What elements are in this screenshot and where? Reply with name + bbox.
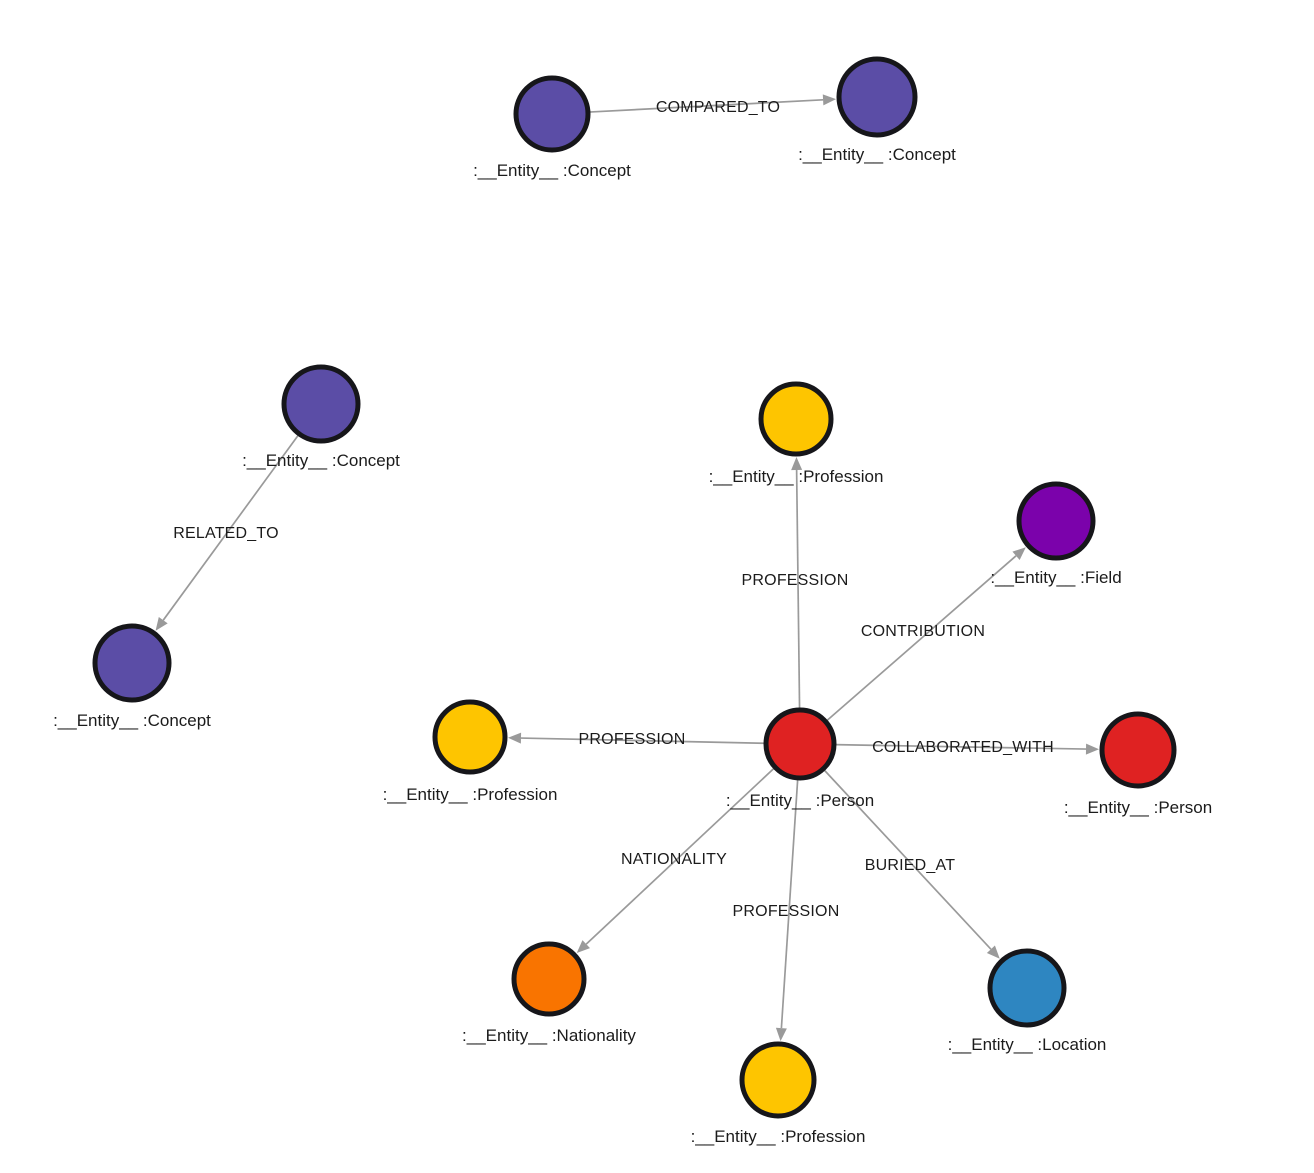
edge-label: PROFESSION (742, 572, 849, 589)
edge-label: NATIONALITY (621, 851, 727, 868)
edge-line[interactable] (825, 555, 1017, 722)
graph-node-concept[interactable] (513, 75, 591, 153)
edge-line[interactable] (780, 778, 799, 1029)
edge-arrowhead-icon (791, 456, 803, 471)
edge-arrowhead-icon (155, 616, 168, 631)
graph-edge[interactable] (834, 743, 1100, 755)
graph-edge[interactable] (507, 732, 766, 745)
graph-edge[interactable] (823, 769, 1000, 959)
edge-label: BURIED_AT (865, 857, 955, 874)
edge-label-layer: COMPARED_TO RELATED_TO PROFESSION CONTRIBUT… (173, 99, 1054, 920)
node-layer (92, 56, 1177, 1119)
node-label: :__Entity__ :Profession (691, 1127, 866, 1146)
edge-line[interactable] (585, 767, 776, 945)
node-label: :__Entity__ :Profession (383, 785, 558, 804)
node-label: :__Entity__ :Concept (473, 161, 631, 180)
edge-line[interactable] (823, 769, 992, 950)
graph-edge[interactable] (155, 434, 300, 631)
edge-label: PROFESSION (579, 731, 686, 748)
edge-arrowhead-icon (1012, 547, 1026, 560)
edge-arrowhead-icon (576, 940, 590, 954)
graph-node-field[interactable] (1016, 481, 1096, 561)
graph-edge[interactable] (825, 547, 1026, 722)
graph-node-profession[interactable] (432, 699, 508, 775)
graph-node-concept[interactable] (836, 56, 918, 138)
node-label: :__Entity__ :Concept (53, 711, 211, 730)
graph-node-profession[interactable] (739, 1041, 817, 1119)
graph-node-location[interactable] (987, 948, 1067, 1028)
edge-label: COLLABORATED_WITH (872, 739, 1054, 756)
graph-node-concept[interactable] (281, 364, 361, 444)
graph-node-concept[interactable] (92, 623, 172, 703)
edge-arrowhead-icon (986, 945, 1000, 959)
graph-node-profession[interactable] (758, 381, 834, 457)
graph-node-person[interactable] (763, 707, 837, 781)
graph-node-nationality[interactable] (511, 941, 587, 1017)
edge-line[interactable] (520, 737, 766, 745)
edge-label: PROFESSION (733, 903, 840, 920)
edge-label: COMPARED_TO (656, 99, 780, 116)
node-label: :__Entity__ :Nationality (462, 1026, 636, 1045)
node-label: :__Entity__ :Location (948, 1035, 1107, 1054)
node-label: :__Entity__ :Concept (798, 145, 956, 164)
node-label: :__Entity__ :Field (990, 568, 1121, 587)
node-label: :__Entity__ :Profession (709, 467, 884, 486)
graph-edge[interactable] (791, 456, 803, 710)
edge-arrowhead-icon (1085, 743, 1100, 755)
edge-line[interactable] (834, 743, 1087, 750)
node-label-layer: :__Entity__ :Concept :__Entity__ :Concept… (53, 145, 1212, 1146)
edge-arrowhead-icon (822, 94, 837, 106)
edge-label: RELATED_TO (173, 525, 278, 542)
graph-node-person[interactable] (1099, 711, 1177, 789)
edge-arrowhead-icon (775, 1027, 787, 1042)
edge-label: CONTRIBUTION (861, 623, 985, 640)
graph-edge[interactable] (775, 778, 799, 1042)
edge-line[interactable] (162, 434, 300, 621)
node-label: :__Entity__ :Person (726, 791, 874, 810)
node-label: :__Entity__ :Person (1064, 798, 1212, 817)
edge-layer (155, 94, 1100, 1042)
edge-line[interactable] (588, 98, 824, 113)
graph-edge[interactable] (588, 94, 837, 113)
graph-edge[interactable] (576, 767, 776, 954)
edge-arrowhead-icon (507, 732, 522, 744)
node-label: :__Entity__ :Concept (242, 451, 400, 470)
edge-line[interactable] (795, 469, 801, 710)
